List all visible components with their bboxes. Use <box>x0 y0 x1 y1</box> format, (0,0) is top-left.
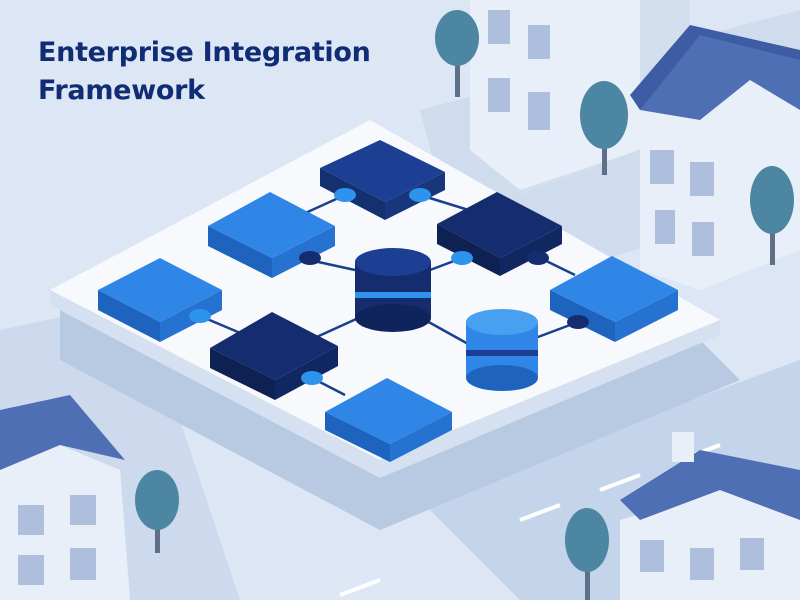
connector-node <box>301 371 323 385</box>
module-block-m2 <box>208 192 335 278</box>
link-line <box>424 318 471 347</box>
tree <box>580 81 628 175</box>
house-bottom-right <box>620 432 800 600</box>
trees <box>135 10 794 600</box>
connector-node <box>409 188 431 202</box>
connector-node <box>451 251 473 265</box>
connector-node <box>189 309 211 323</box>
tree <box>435 10 479 97</box>
connector-node <box>334 188 356 202</box>
connector-node <box>299 251 321 265</box>
house-bottom-left <box>0 395 130 600</box>
platform-shadow <box>60 300 740 530</box>
module-block-m3 <box>437 192 562 276</box>
database-icon <box>466 309 538 391</box>
house-right <box>630 25 800 290</box>
connector-nodes <box>189 188 589 385</box>
connector-node <box>527 251 549 265</box>
tree <box>565 508 609 600</box>
page-title-line-1: Enterprise Integration <box>38 37 371 68</box>
road-marking <box>599 473 641 492</box>
connector-node <box>567 315 589 329</box>
page-title-line-2: Framework <box>38 75 205 106</box>
road-marking <box>519 503 561 522</box>
database-icon <box>355 248 431 332</box>
tree <box>135 470 179 553</box>
tree <box>750 166 794 265</box>
module-block-m7 <box>325 378 452 462</box>
road-marking <box>339 578 381 597</box>
platform-side <box>50 290 720 478</box>
page-title: Enterprise Integration Framework <box>38 34 371 110</box>
